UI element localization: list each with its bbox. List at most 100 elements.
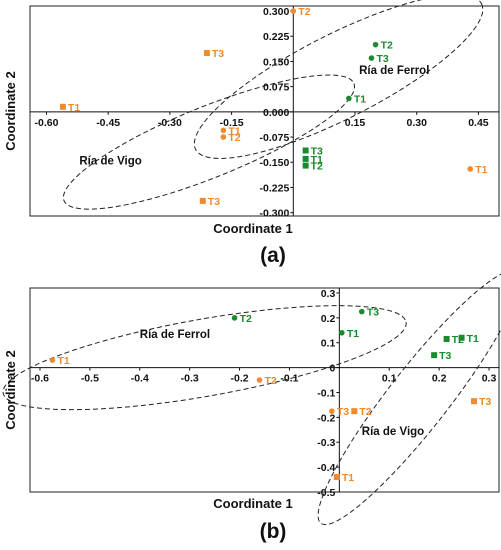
region-label: Ría de Vigo <box>362 426 424 438</box>
y-tick-label: -0.2 <box>317 412 335 424</box>
data-point-circle <box>339 329 345 336</box>
point-label: T1 <box>228 125 240 137</box>
point-label: T3 <box>439 350 451 362</box>
y-tick-label: 0 <box>329 363 335 375</box>
y-tick-label: 0.000 <box>263 107 289 119</box>
point-label: T3 <box>337 406 349 418</box>
data-point-circle <box>220 127 227 134</box>
x-axis-title: Coordinate 1 <box>213 496 292 511</box>
point-label: T3 <box>367 307 379 319</box>
y-tick-label: 0.2 <box>321 313 336 325</box>
x-tick-label: -0.5 <box>81 373 99 385</box>
x-tick-label: 0.45 <box>468 117 489 129</box>
x-tick-label: -0.2 <box>231 373 249 385</box>
data-point-square <box>443 336 450 342</box>
point-label: T2 <box>381 40 393 52</box>
plot-frame <box>29 5 500 217</box>
point-label: T2 <box>298 6 310 18</box>
x-tick-label: -0.3 <box>181 373 199 385</box>
data-point-circle <box>231 315 238 321</box>
point-label: T3 <box>479 396 491 408</box>
point-label: T2 <box>359 406 371 418</box>
y-tick-label: -0.5 <box>317 487 335 499</box>
data-point-square <box>203 50 210 57</box>
data-point-circle <box>49 357 56 363</box>
data-point-square <box>471 398 478 405</box>
data-point-circle <box>290 8 297 14</box>
x-tick-label: -0.30 <box>158 117 182 129</box>
data-point-square <box>351 408 358 415</box>
data-point-square <box>199 197 206 204</box>
data-point-square <box>302 155 309 162</box>
point-label: T1 <box>347 328 359 340</box>
y-tick-label: -0.075 <box>260 132 290 144</box>
y-tick-label: -0.3 <box>317 437 335 449</box>
point-label: T1 <box>342 472 354 484</box>
data-point-circle <box>220 134 227 140</box>
point-label: T3 <box>376 53 388 65</box>
point-label: T1 <box>354 93 366 105</box>
y-tick-label: 0.150 <box>263 56 289 68</box>
x-tick-label: -0.45 <box>96 117 120 129</box>
y-axis-title: Coordinate 2 <box>3 350 18 429</box>
y-tick-label: 0.075 <box>263 82 289 94</box>
region-label: Ría de Vigo <box>79 156 141 168</box>
data-point-square <box>458 334 465 341</box>
y-tick-label: 0.3 <box>321 288 336 300</box>
x-axis-title: Coordinate 1 <box>213 221 292 236</box>
point-label: T1 <box>311 154 323 166</box>
data-point-circle <box>372 41 379 48</box>
region-ellipse <box>2 305 407 411</box>
x-tick-label: -0.15 <box>220 117 244 129</box>
plot-frame <box>29 287 500 493</box>
data-point-circle <box>358 308 365 315</box>
point-label: T1 <box>57 355 69 367</box>
data-point-circle <box>329 408 335 414</box>
data-point-circle <box>467 166 474 172</box>
point-label: T3 <box>212 48 224 60</box>
point-label: T1 <box>467 333 479 345</box>
region-label: Ría de Ferrol <box>359 65 429 77</box>
y-tick-label: 0.225 <box>263 31 289 43</box>
x-tick-label: -0.4 <box>131 373 149 385</box>
y-tick-label: -0.150 <box>260 157 290 169</box>
x-tick-label: -0.6 <box>31 373 49 385</box>
point-label: T1 <box>68 102 80 114</box>
data-point-circle <box>368 55 375 61</box>
y-tick-label: 0.300 <box>263 6 289 18</box>
point-label: T3 <box>208 196 220 208</box>
panel-label: (b) <box>260 520 287 543</box>
data-point-square <box>333 474 340 481</box>
point-label: T3 <box>311 145 323 157</box>
data-point-square <box>302 162 309 169</box>
data-point-circle <box>346 95 352 102</box>
x-tick-label: 0.15 <box>345 117 366 129</box>
y-tick-label: -0.300 <box>260 208 290 220</box>
x-tick-label: 0.30 <box>407 117 428 129</box>
point-label: T2 <box>311 161 323 173</box>
x-tick-label: -0.1 <box>280 373 298 385</box>
region-ellipse <box>193 0 484 159</box>
point-label: T2 <box>265 375 277 387</box>
y-tick-label: -0.1 <box>317 387 335 399</box>
x-tick-label: -0.60 <box>34 117 58 129</box>
data-point-square <box>302 147 309 154</box>
panel-label: (a) <box>260 244 286 267</box>
data-point-square <box>59 103 66 110</box>
x-tick-label: 0.1 <box>382 373 397 385</box>
region-label: Ría de Ferrol <box>140 329 210 341</box>
x-tick-label: 0.2 <box>432 373 447 385</box>
y-tick-label: -0.4 <box>317 462 335 474</box>
y-axis-title: Coordinate 2 <box>3 71 18 150</box>
data-point-circle <box>256 377 263 383</box>
region-ellipse <box>317 269 501 526</box>
region-ellipse <box>62 74 356 210</box>
chart-panel-a: -0.60 -0.45 -0.30 -0.15 0.15 0.30 0.45 0.300 0.2… <box>3 0 500 267</box>
y-tick-label: -0.225 <box>260 182 290 194</box>
point-label: T2 <box>228 132 240 144</box>
point-label: T1 <box>475 164 487 176</box>
y-tick-label: 0.1 <box>321 338 336 350</box>
point-label: T2 <box>240 313 252 325</box>
